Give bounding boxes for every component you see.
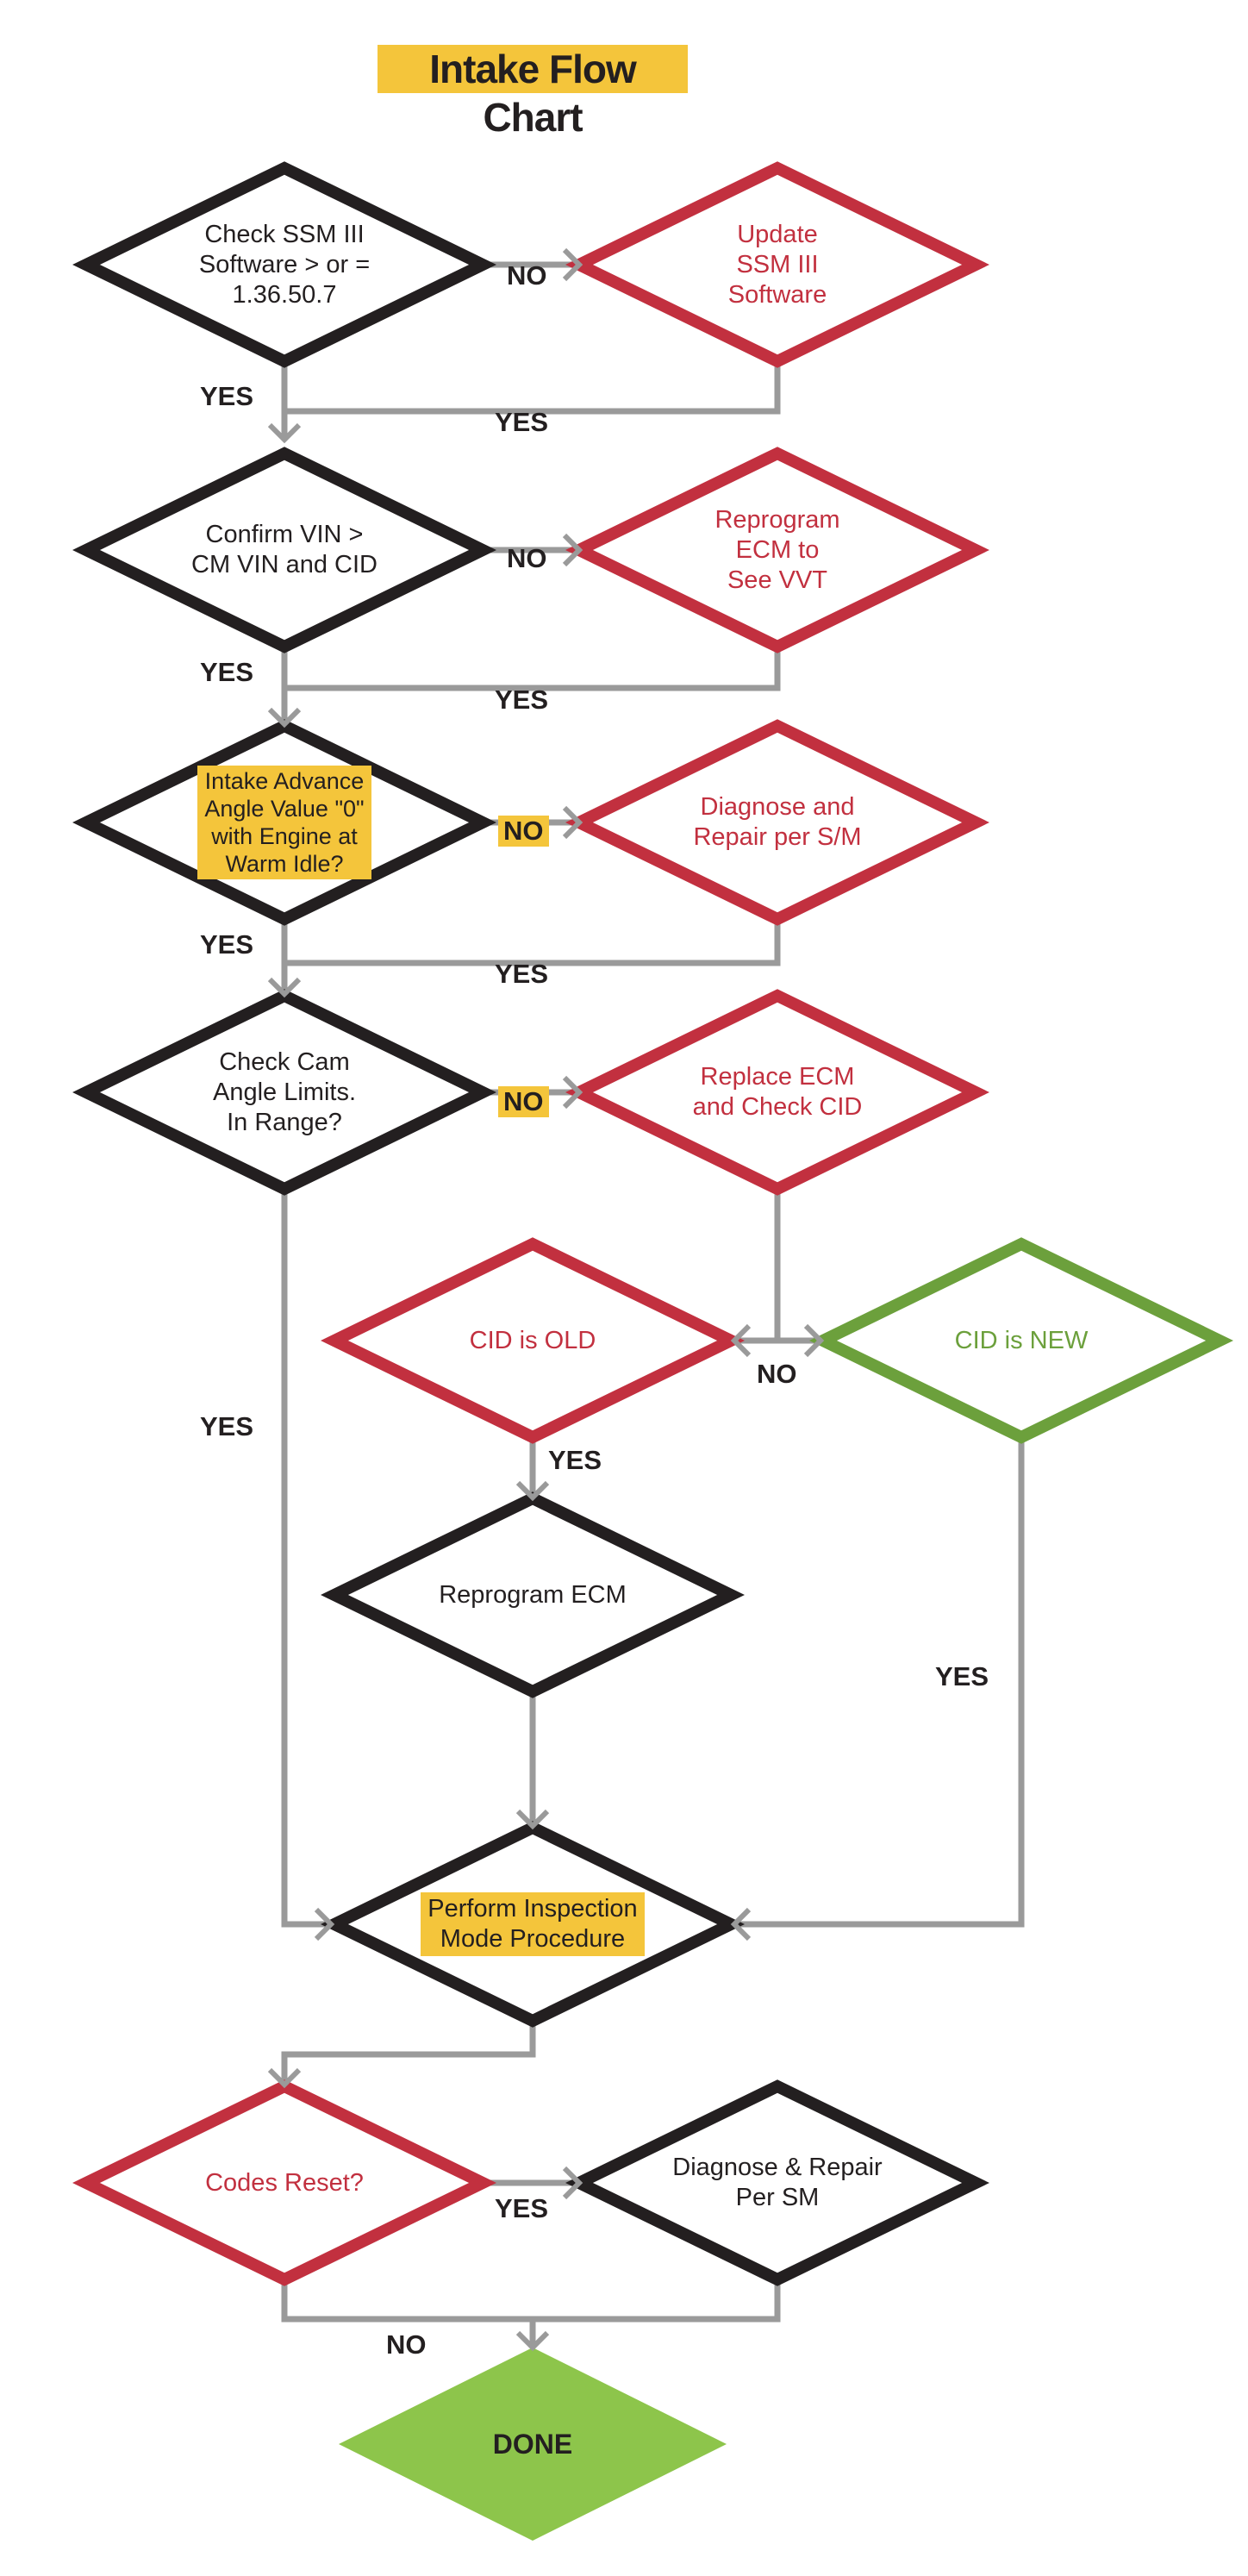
arrowhead xyxy=(267,977,302,998)
node-check-ssm-shape xyxy=(72,161,496,368)
node-update-ssm: Update SSM III Software xyxy=(665,187,889,342)
edge-label-no-1: NO xyxy=(507,260,547,291)
node-label: Reprogram ECM to See VVT xyxy=(714,505,840,594)
node-update-ssm-shape xyxy=(565,161,989,368)
node-diagnose-repair-shape xyxy=(565,2079,989,2286)
edge-label-yes-2b: YES xyxy=(495,685,549,715)
edge-label-yes-3b: YES xyxy=(495,959,549,989)
node-reprogram-ecm-shape xyxy=(321,1491,745,1698)
edge-label-no-cid: NO xyxy=(757,1359,797,1389)
node-reprogram-vvt-shape xyxy=(565,447,989,653)
connector-line xyxy=(284,361,781,415)
node-label: Diagnose and Repair per S/M xyxy=(693,793,862,851)
node-done-shape xyxy=(339,2348,727,2541)
edge-label-yes-4: YES xyxy=(200,1411,254,1441)
node-label: Intake Advance Angle Value "0" with Engi… xyxy=(197,766,371,879)
node-check-cam-shape xyxy=(72,989,496,1196)
edge-label-yes-cid-old: YES xyxy=(548,1445,602,1475)
node-intake-advance: Intake Advance Angle Value "0" with Engi… xyxy=(177,745,392,900)
arrowhead xyxy=(562,1075,583,1110)
title-highlight xyxy=(378,45,688,93)
arrowhead xyxy=(803,1323,825,1358)
node-replace-ecm: Replace ECM and Check CID xyxy=(648,1015,907,1170)
edge-label-no-3: NO xyxy=(498,816,549,847)
node-label: Perform Inspection Mode Procedure xyxy=(421,1892,645,1956)
node-confirm-vin-shape xyxy=(72,447,496,653)
node-cid-new: CID is NEW xyxy=(901,1263,1142,1418)
node-label: Codes Reset? xyxy=(205,2168,364,2197)
node-label: Diagnose & Repair Per SM xyxy=(672,2154,883,2211)
edge-label-yes-1a: YES xyxy=(200,381,254,411)
edge-label-no-4: NO xyxy=(498,1086,549,1117)
arrowhead xyxy=(267,422,302,444)
arrowhead xyxy=(730,1323,752,1358)
arrowhead xyxy=(562,2166,583,2200)
arrowhead xyxy=(562,805,583,840)
node-cid-old-shape xyxy=(321,1237,745,1444)
edge-label-yes-3a: YES xyxy=(200,929,254,960)
node-label: Check SSM III Software > or = 1.36.50.7 xyxy=(198,220,371,309)
connector-line xyxy=(284,647,781,691)
node-label: Confirm VIN > CM VIN and CID xyxy=(191,521,378,578)
node-label: Update SSM III Software xyxy=(727,220,827,309)
node-reprogram-vvt: Reprogram ECM to See VVT xyxy=(665,472,889,628)
edge-label-no-2: NO xyxy=(507,543,547,573)
arrowheads xyxy=(267,247,825,2352)
arrowhead xyxy=(515,1809,550,1830)
node-cid-old: CID is OLD xyxy=(412,1263,653,1418)
node-done: DONE xyxy=(421,2367,645,2522)
node-label: Check Cam Angle Limits. In Range? xyxy=(212,1047,356,1136)
arrowhead xyxy=(314,1907,335,1941)
node-codes-reset: Codes Reset? xyxy=(155,2105,414,2260)
edge-label-yes-codes: YES xyxy=(495,2193,549,2223)
node-replace-ecm-shape xyxy=(565,989,989,1196)
node-diagnose-repair: Diagnose & Repair Per SM xyxy=(640,2105,915,2260)
node-check-ssm: Check SSM III Software > or = 1.36.50.7 xyxy=(155,187,414,342)
chart-title: Intake Flow Chart xyxy=(429,47,636,140)
node-codes-reset-shape xyxy=(72,2079,496,2286)
node-label: CID is NEW xyxy=(954,1326,1089,1354)
arrowhead xyxy=(267,2067,302,2089)
arrowhead xyxy=(267,707,302,728)
arrowhead xyxy=(562,247,583,282)
arrowhead xyxy=(515,2330,550,2352)
connector-line xyxy=(734,1437,1025,1928)
edge-label-no-codes: NO xyxy=(386,2329,427,2360)
connector-line xyxy=(281,1189,331,1928)
arrowhead xyxy=(515,1480,550,1502)
node-label: Replace ECM and Check CID xyxy=(692,1063,863,1121)
node-label: Reprogram ECM xyxy=(439,1580,627,1609)
connector-line xyxy=(281,2279,781,2323)
node-diagnose-sm-shape xyxy=(565,719,989,926)
arrowhead xyxy=(562,533,583,567)
node-reprogram-ecm: Reprogram ECM xyxy=(395,1517,671,1673)
node-label: DONE xyxy=(492,2428,573,2460)
edge-label-yes-cid-new: YES xyxy=(935,1661,989,1691)
node-inspection: Perform Inspection Mode Procedure xyxy=(403,1847,662,2002)
edge-label-yes-1b: YES xyxy=(495,407,549,437)
node-check-cam: Check Cam Angle Limits. In Range? xyxy=(155,1015,414,1170)
node-confirm-vin: Confirm VIN > CM VIN and CID xyxy=(147,472,422,628)
node-label: CID is OLD xyxy=(469,1326,596,1354)
connector-line xyxy=(284,919,781,966)
connector-line xyxy=(281,2021,536,2085)
arrowhead xyxy=(730,1907,752,1941)
node-diagnose-sm: Diagnose and Repair per S/M xyxy=(648,745,907,900)
node-cid-new-shape xyxy=(809,1237,1233,1444)
edge-label-yes-2a: YES xyxy=(200,657,254,687)
